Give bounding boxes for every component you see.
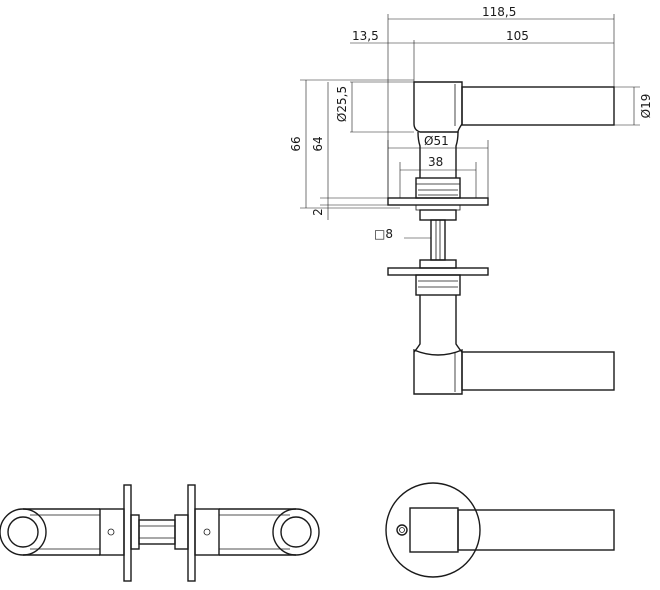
dim-rose-height: Ø25,5 bbox=[335, 86, 349, 122]
side-view bbox=[387, 81, 615, 395]
dim-thickness: 2 bbox=[311, 208, 325, 216]
dimension-labels: 118,5 13,5 105 Ø19 Ø25,5 66 64 2 Ø51 38 … bbox=[289, 5, 653, 241]
dim-lever-length: 105 bbox=[506, 29, 529, 43]
dim-height-64: 64 bbox=[311, 136, 325, 151]
dim-spindle: □8 bbox=[374, 227, 393, 241]
lower-rose-plate bbox=[387, 267, 489, 276]
dim-height-66: 66 bbox=[289, 136, 303, 151]
top-view bbox=[0, 484, 320, 582]
dim-lever-diameter: Ø19 bbox=[639, 94, 653, 119]
dim-rose-diameter: Ø51 bbox=[424, 134, 449, 148]
front-view bbox=[385, 482, 615, 578]
lever-square-base bbox=[409, 507, 459, 553]
round-rose bbox=[385, 482, 481, 578]
dimension-lines bbox=[300, 14, 640, 239]
left-rose-plate bbox=[123, 484, 132, 582]
front-lever-arm bbox=[457, 509, 615, 551]
right-rose-plate bbox=[187, 484, 196, 582]
dim-rose-inner: 38 bbox=[428, 155, 443, 169]
dim-overall-length: 118,5 bbox=[482, 5, 516, 19]
right-lever-end bbox=[272, 508, 320, 556]
spindle bbox=[430, 219, 446, 261]
upper-lever-arm bbox=[461, 86, 615, 126]
lower-lever-arm bbox=[461, 351, 615, 391]
left-lever-end bbox=[0, 508, 47, 556]
upper-rose-plate bbox=[387, 197, 489, 206]
screw-hole bbox=[396, 524, 408, 536]
dim-offset: 13,5 bbox=[352, 29, 379, 43]
